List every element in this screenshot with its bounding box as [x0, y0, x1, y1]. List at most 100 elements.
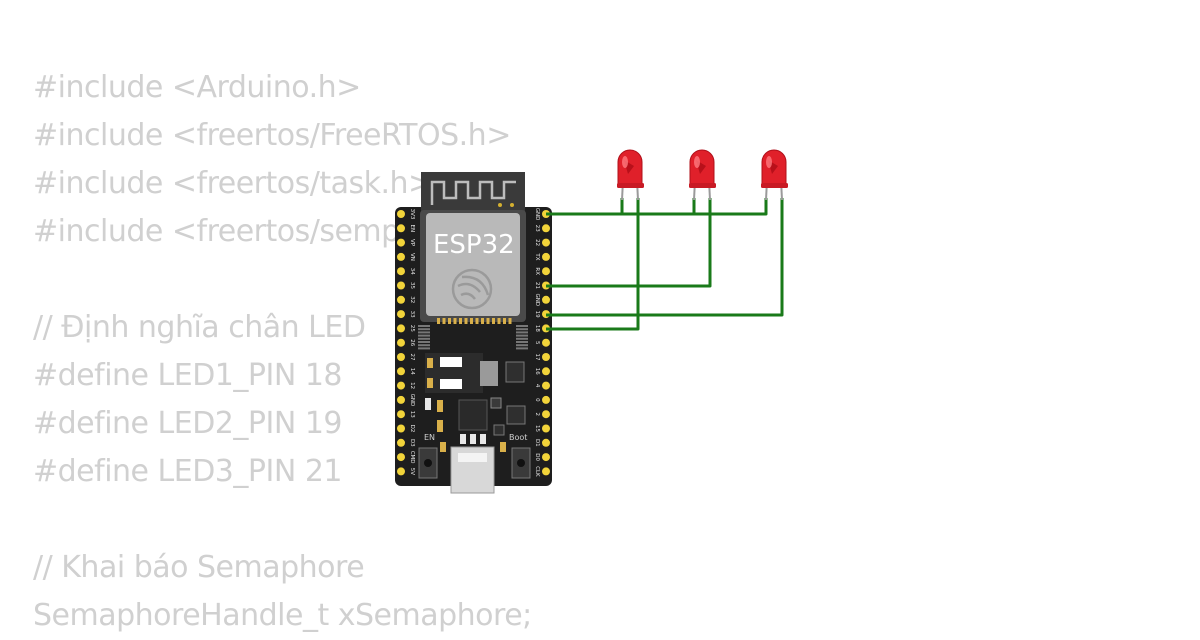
module-side-pad [418, 331, 430, 334]
header-pin[interactable] [542, 381, 550, 390]
pin-label: 2 [534, 412, 540, 416]
pin-label: 22 [534, 239, 540, 246]
header-pin[interactable] [397, 295, 405, 304]
pin-label: 19 [534, 311, 540, 318]
header-pin[interactable] [542, 353, 550, 361]
pin-label: 27 [409, 354, 415, 361]
led2-signal-wire[interactable] [546, 198, 712, 288]
header-pin[interactable] [397, 353, 405, 361]
pin-label: EN [409, 225, 415, 233]
header-pin[interactable] [397, 252, 405, 261]
header-pin[interactable] [397, 424, 405, 433]
led3-signal-wire[interactable] [546, 198, 784, 317]
header-pin[interactable] [397, 410, 405, 419]
header-pin[interactable] [542, 252, 550, 261]
led-2[interactable] [689, 149, 716, 201]
smd-part [490, 397, 502, 409]
header-pin[interactable] [542, 224, 550, 233]
module-pin [503, 318, 506, 324]
pin-label: TX [534, 252, 540, 260]
header-pin[interactable] [397, 467, 405, 476]
header-pin[interactable] [397, 453, 405, 462]
pin-label: 13 [409, 411, 415, 418]
header-pin[interactable] [397, 367, 405, 376]
header-pin[interactable] [397, 324, 405, 333]
header-pin[interactable] [542, 438, 550, 447]
header-pin[interactable] [397, 310, 405, 319]
pin-label: GND [534, 208, 540, 221]
header-pin[interactable] [542, 467, 550, 476]
header-pin[interactable] [542, 367, 550, 376]
header-pin[interactable] [542, 238, 550, 247]
smd-part [437, 420, 443, 432]
smd-part [500, 442, 506, 452]
pin-label: 17 [534, 354, 540, 361]
smd-part [440, 442, 446, 452]
smd-part [440, 379, 462, 389]
module-side-pad [516, 334, 528, 337]
code-line: // Định nghĩa chân LED [33, 310, 366, 345]
header-pin[interactable] [542, 410, 550, 419]
header-pin[interactable] [397, 267, 405, 276]
regulator-tab [480, 361, 498, 386]
module-pin [442, 318, 446, 324]
module-side-pad [418, 328, 430, 331]
led-3[interactable] [761, 149, 788, 201]
pin-label: 25 [409, 325, 415, 332]
smd-part [427, 358, 433, 368]
pin-label: D2 [409, 425, 415, 433]
boot-button[interactable] [511, 447, 531, 479]
code-line: // Khai báo Semaphore [33, 550, 365, 585]
pin-label: 26 [409, 339, 415, 346]
smd-part [480, 434, 486, 444]
header-pin[interactable] [397, 438, 405, 447]
pin-label: CMD [409, 451, 415, 464]
smd-part [460, 434, 466, 444]
code-editor-background: #include <Arduino.h> #include <freertos/F… [33, 64, 532, 640]
module-pin [508, 318, 512, 324]
module-shield [426, 213, 520, 316]
pin-label: 5V [409, 468, 415, 475]
code-line: #include <Arduino.h> [33, 70, 361, 105]
gnd-wire[interactable] [546, 198, 624, 216]
led-1[interactable] [617, 149, 644, 201]
header-pin[interactable] [542, 338, 550, 347]
header-pin[interactable] [542, 424, 550, 433]
header-pin[interactable] [542, 453, 550, 462]
header-pin[interactable] [397, 395, 405, 404]
module-side-pads [418, 325, 528, 350]
module-pad [498, 203, 502, 207]
pin-label: CLK [534, 466, 540, 477]
header-pin[interactable] [397, 381, 405, 390]
smd-part [493, 424, 505, 436]
esp32-board[interactable]: ESP32 EN Boot [395, 172, 552, 494]
module-side-pad [418, 344, 430, 347]
header-pin[interactable] [542, 267, 550, 276]
header-pin[interactable] [397, 338, 405, 347]
code-line: #include <freertos/FreeRTOS.h> [33, 118, 511, 153]
module-side-pad [516, 328, 528, 331]
pin-label: 16 [534, 368, 540, 375]
led1-signal-wire[interactable] [546, 198, 640, 331]
espressif-logo-icon [451, 268, 493, 310]
header-pin[interactable] [397, 210, 405, 218]
module-pin [481, 318, 484, 324]
gnd-wire[interactable] [622, 198, 696, 216]
code-line: SemaphoreHandle_t xSemaphore; [33, 598, 532, 633]
module-pad [510, 203, 514, 207]
module-pin [448, 318, 451, 324]
header-pin[interactable] [542, 295, 550, 304]
gnd-wire[interactable] [694, 198, 768, 216]
module-pin [453, 318, 457, 324]
header-pin[interactable] [397, 224, 405, 233]
en-button[interactable] [418, 447, 438, 479]
module-pin [459, 318, 462, 324]
code-line: #define LED1_PIN 18 [33, 358, 342, 393]
pin-label: 15 [534, 425, 540, 432]
pin-label: 14 [409, 368, 415, 375]
module-pin [464, 318, 468, 324]
header-pin[interactable] [397, 281, 405, 290]
header-pin[interactable] [397, 238, 405, 247]
header-pin[interactable] [542, 395, 550, 404]
